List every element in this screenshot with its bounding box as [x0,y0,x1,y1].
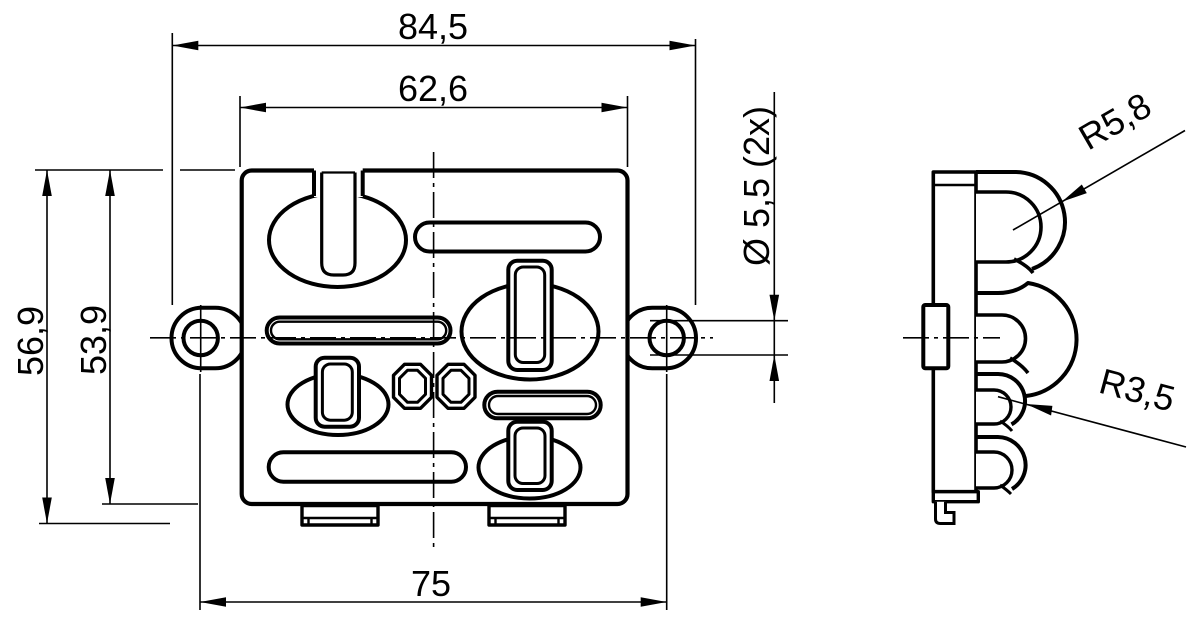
arrowhead [172,40,199,51]
clip-lobe2-pocket [976,313,1028,364]
foot-left-outline [300,503,380,527]
dimension-body-height: 53,9 [73,170,115,504]
clip-lobe1-pocket [976,190,1043,264]
dimension-overall-height: 56,9 [10,170,52,524]
octagon-window-left [391,362,434,410]
key-slot-top-left [312,166,365,277]
dim-text-overall-width: 84,5 [398,6,468,47]
arrowhead [640,597,667,607]
clip-lobe4-tail [999,483,1013,496]
key-slot-middle-right-inner [513,265,547,364]
dimension-body-width: 62,6 [239,68,629,167]
dim-text-hole-diameter: Ø 5,5 (2x) [736,106,777,266]
arrowhead [105,170,115,196]
dimension-hole-diameter: Ø 5,5 (2x) [650,92,788,403]
arrowhead [1061,184,1087,202]
key-slot-bottom-right-outer [506,419,554,493]
side-foot-base [931,490,980,504]
key-slot-bottom-right-inner [513,426,547,485]
arrowhead [769,355,780,381]
octagon-window-right [435,362,477,410]
leader-line [1012,129,1186,231]
arrowhead [769,294,780,321]
side-view [903,170,1079,525]
slot-top-right [413,220,602,254]
arrowhead [42,497,52,524]
foot-left [300,503,380,527]
side-foot-hook [934,501,956,525]
front-view [150,152,713,549]
octagon-right-inner [441,368,471,404]
clip-lobe2-outer [976,281,1079,398]
clip-lobe3-outer [976,372,1028,427]
dim-text-small-radius: R3,5 [1095,360,1179,419]
slot-middle-left-inner [269,320,448,341]
slot-right-lower-outer [482,389,603,421]
dimension-overall-width: 84,5 [171,6,697,305]
dimension-large-radius: R5,8 [1012,84,1186,231]
arrowhead [240,102,266,113]
dim-text-body-width: 62,6 [398,68,468,109]
arrowhead [669,40,696,51]
key-slot-bottom-right [506,419,554,493]
side-latch-bump [921,303,951,371]
slot-right-lower-inner [487,394,598,416]
key-slot-middle-right [506,258,554,373]
arrowhead [42,170,52,196]
clip-lobe1-outer [976,170,1067,271]
key-slot-top-left-inner [320,172,357,277]
clip-lobe2-tail [1009,356,1030,375]
slot-bottom [266,450,469,484]
clip-lobe4-outer [976,435,1028,491]
clip-lobe4-pocket [976,450,1014,490]
dim-text-hole-spacing: 75 [411,563,451,604]
arrowhead [200,597,226,607]
dim-text-overall-height: 56,9 [10,306,51,376]
arrowhead [601,102,628,113]
clip-lobe3-tail [999,419,1014,432]
foot-right [487,503,567,527]
octagon-left-inner [398,368,427,404]
foot-right-outline [487,503,567,527]
dim-text-large-radius: R5,8 [1072,84,1158,158]
dim-text-body-height: 53,9 [73,305,114,375]
key-slot-bottom-left [313,355,362,429]
dimension-hole-spacing: 75 [199,374,668,610]
key-slot-bottom-left-outer [313,355,362,429]
clip-lobe3-pocket [976,388,1013,426]
arrowhead [105,478,115,504]
key-slot-bottom-left-inner [320,362,354,422]
arrowhead [1026,404,1053,416]
clip-lobe1-tail [1013,257,1035,275]
key-slot-middle-right-outer [506,258,554,373]
